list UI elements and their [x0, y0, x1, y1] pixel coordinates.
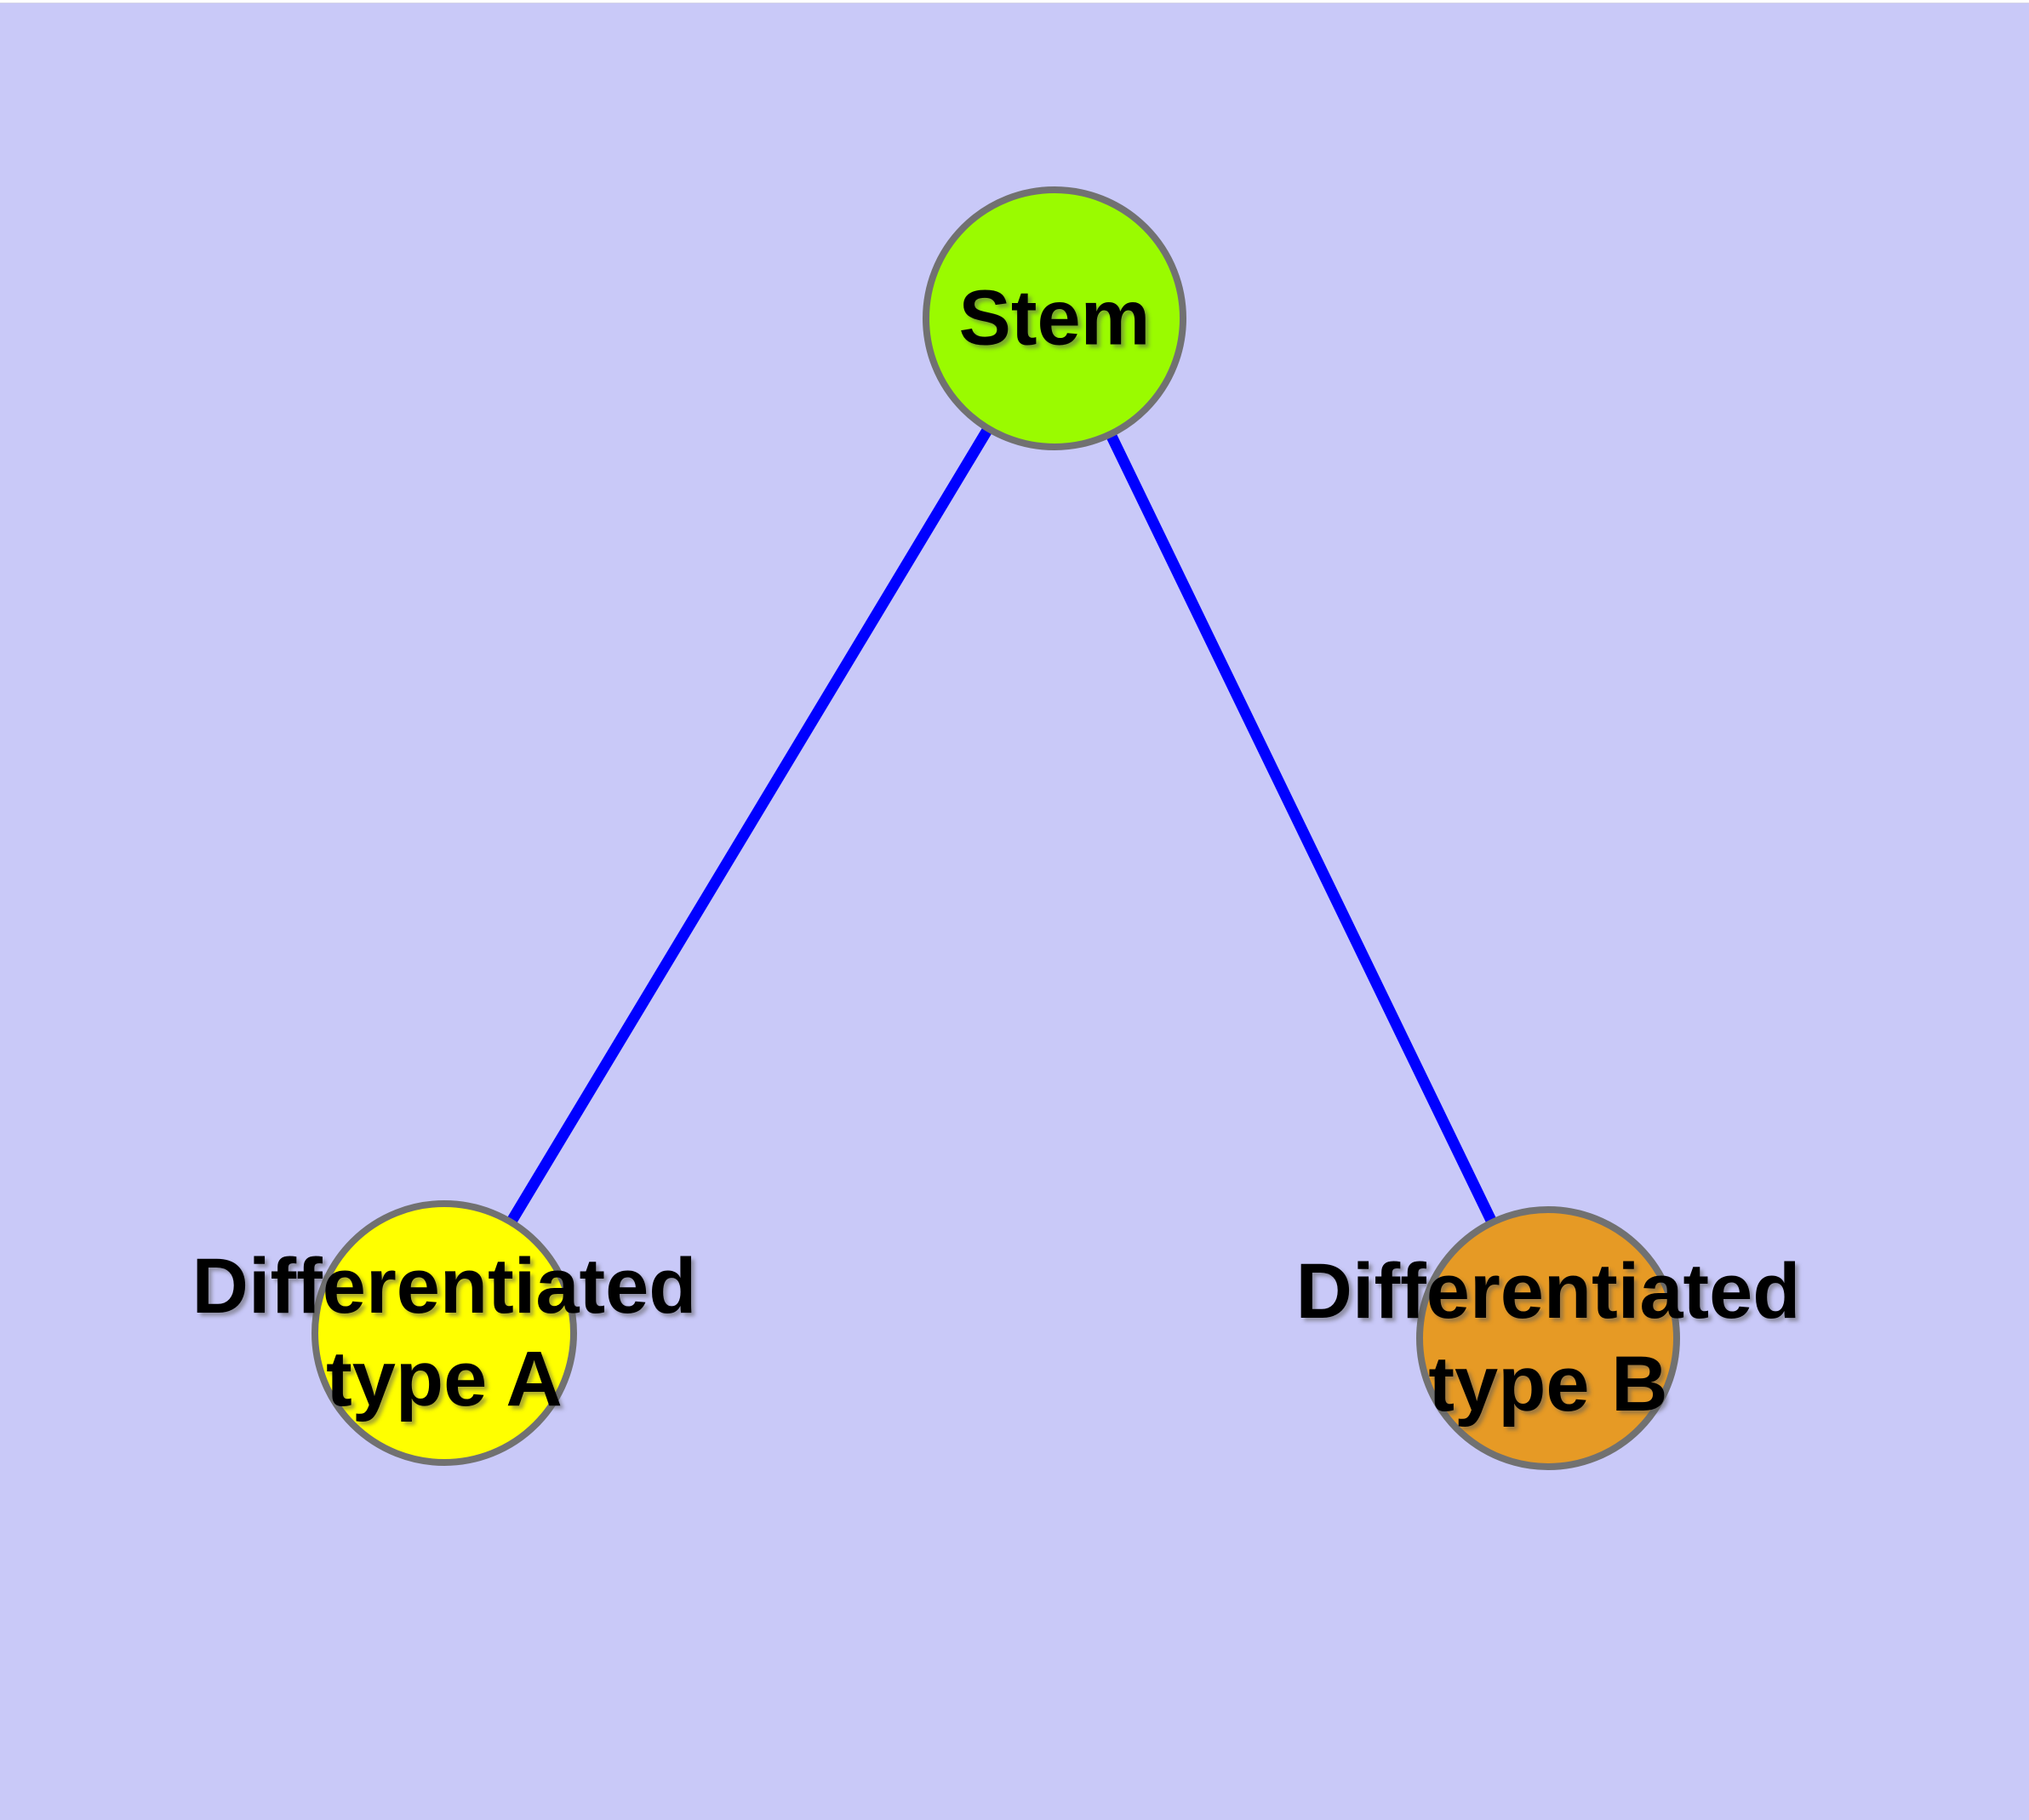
node-stem-circle[interactable] [923, 186, 1186, 450]
edge-stem-to-type-a[interactable] [439, 315, 1060, 1336]
edge-stem-to-type-b[interactable] [1049, 316, 1553, 1341]
node-differentiated-type-b-circle[interactable] [1416, 1206, 1680, 1470]
canvas-top-edge [0, 0, 2029, 3]
node-differentiated-type-a-circle[interactable] [311, 1200, 577, 1466]
